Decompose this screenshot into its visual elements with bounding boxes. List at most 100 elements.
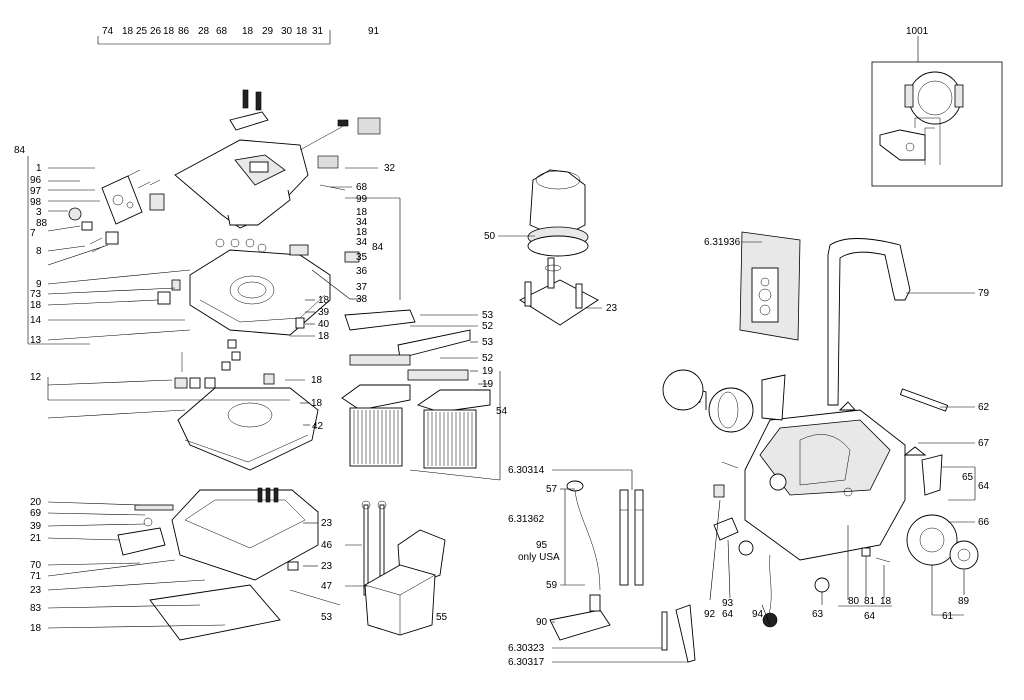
label-57: 57: [546, 484, 558, 495]
label-18: 18: [242, 26, 254, 37]
label-19: 19: [482, 379, 494, 390]
label-13: 13: [30, 335, 42, 346]
label-68: 68: [356, 182, 368, 193]
filter-box: [739, 231, 801, 341]
label-18: 18: [311, 398, 323, 409]
label-25: 25: [136, 26, 148, 37]
label-20: 20: [30, 497, 42, 508]
label-3: 3: [36, 207, 42, 218]
label-1001: 1001: [906, 26, 929, 37]
label-59: 59: [546, 580, 558, 591]
label-14: 14: [30, 315, 42, 326]
label-84: 84: [14, 145, 26, 156]
label-26: 26: [150, 26, 162, 37]
label-36: 36: [356, 266, 368, 277]
label-52: 52: [482, 353, 494, 364]
label-81: 81: [864, 596, 876, 607]
label-79: 79: [978, 288, 990, 299]
label-7: 8: [36, 246, 42, 257]
label-6.31936: 6.31936: [704, 237, 741, 248]
accessories: [549, 480, 696, 663]
label-69: 69: [30, 508, 42, 519]
label-91: 91: [368, 26, 380, 37]
vacuum-body: [662, 238, 979, 628]
label-64: 64: [864, 611, 876, 622]
label-80: 80: [848, 596, 860, 607]
label-18: 18: [356, 227, 368, 238]
label-34: 34: [356, 217, 368, 228]
label-61: 61: [942, 611, 954, 622]
label-99: 99: [356, 194, 368, 205]
label-23: 23: [30, 585, 42, 596]
upper-housing: [157, 238, 360, 336]
label-53: 53: [482, 310, 494, 321]
label-12: 12: [30, 372, 42, 383]
label-39: 39: [30, 521, 42, 532]
label-67: 67: [978, 438, 990, 449]
switch-plate: [68, 169, 165, 253]
label-98: 98: [30, 197, 42, 208]
label-only-usa: only USA: [518, 552, 560, 563]
label-86: 86: [178, 26, 190, 37]
label-39: 39: [318, 307, 330, 318]
label-18: 18: [318, 331, 330, 342]
label-53: 53: [482, 337, 494, 348]
label-93: 93: [722, 598, 734, 609]
label-18: 18: [30, 300, 42, 311]
label-6.30323: 6.30323: [508, 643, 545, 654]
label-31: 31: [312, 26, 324, 37]
label-4: 88: [36, 218, 48, 229]
label-66: 66: [978, 517, 990, 528]
label-23: 23: [321, 561, 333, 572]
label-74: 74: [102, 26, 114, 37]
label-46: 46: [321, 540, 333, 551]
label-50: 50: [484, 231, 496, 242]
label-28: 28: [198, 26, 210, 37]
label-71: 71: [30, 571, 42, 582]
label-53: 53: [321, 612, 333, 623]
label-35: 35: [356, 252, 368, 263]
label-18: 18: [880, 596, 892, 607]
label-18: 18: [318, 295, 330, 306]
label-6.30314: 6.30314: [508, 465, 545, 476]
inset-box-1001: [871, 36, 1003, 187]
lower-container: [117, 487, 341, 641]
motor-assembly: [519, 169, 599, 326]
label-88: 7: [30, 228, 36, 239]
label-23: 23: [606, 303, 618, 314]
label-40: 40: [318, 319, 330, 330]
label-18: 18: [122, 26, 134, 37]
label-68: 68: [216, 26, 228, 37]
label-83: 83: [30, 603, 42, 614]
label-52: 52: [482, 321, 494, 332]
label-1: 1: [36, 163, 42, 174]
lid-assembly: [174, 89, 381, 229]
label-62: 62: [978, 402, 990, 413]
label-18: 18: [163, 26, 175, 37]
label-47: 47: [321, 581, 333, 592]
label-6.30317: 6.30317: [508, 657, 545, 668]
label-37: 37: [356, 282, 368, 293]
label-9: 9: [36, 279, 42, 290]
label-95: 95: [536, 540, 548, 551]
label-54: 54: [496, 406, 508, 417]
label-6.31362: 6.31362: [508, 514, 545, 525]
label-34: 34: [356, 237, 368, 248]
label-18: 18: [311, 375, 323, 386]
label-64: 64: [978, 481, 990, 492]
filter-set: [341, 309, 491, 469]
label-89: 89: [958, 596, 970, 607]
label-21: 21: [30, 533, 42, 544]
label-73: 73: [30, 289, 42, 300]
label-64: 64: [722, 609, 734, 620]
label-65: 65: [962, 472, 974, 483]
part-labels: 74 18 25 26 18 86 28 68 18 29 30 18 31 9…: [14, 26, 990, 668]
label-23: 23: [321, 518, 333, 529]
label-90: 90: [536, 617, 548, 628]
label-63: 63: [812, 609, 824, 620]
label-70: 70: [30, 560, 42, 571]
label-38: 38: [356, 294, 368, 305]
label-96: 96: [30, 175, 42, 186]
label-55: 55: [436, 612, 448, 623]
